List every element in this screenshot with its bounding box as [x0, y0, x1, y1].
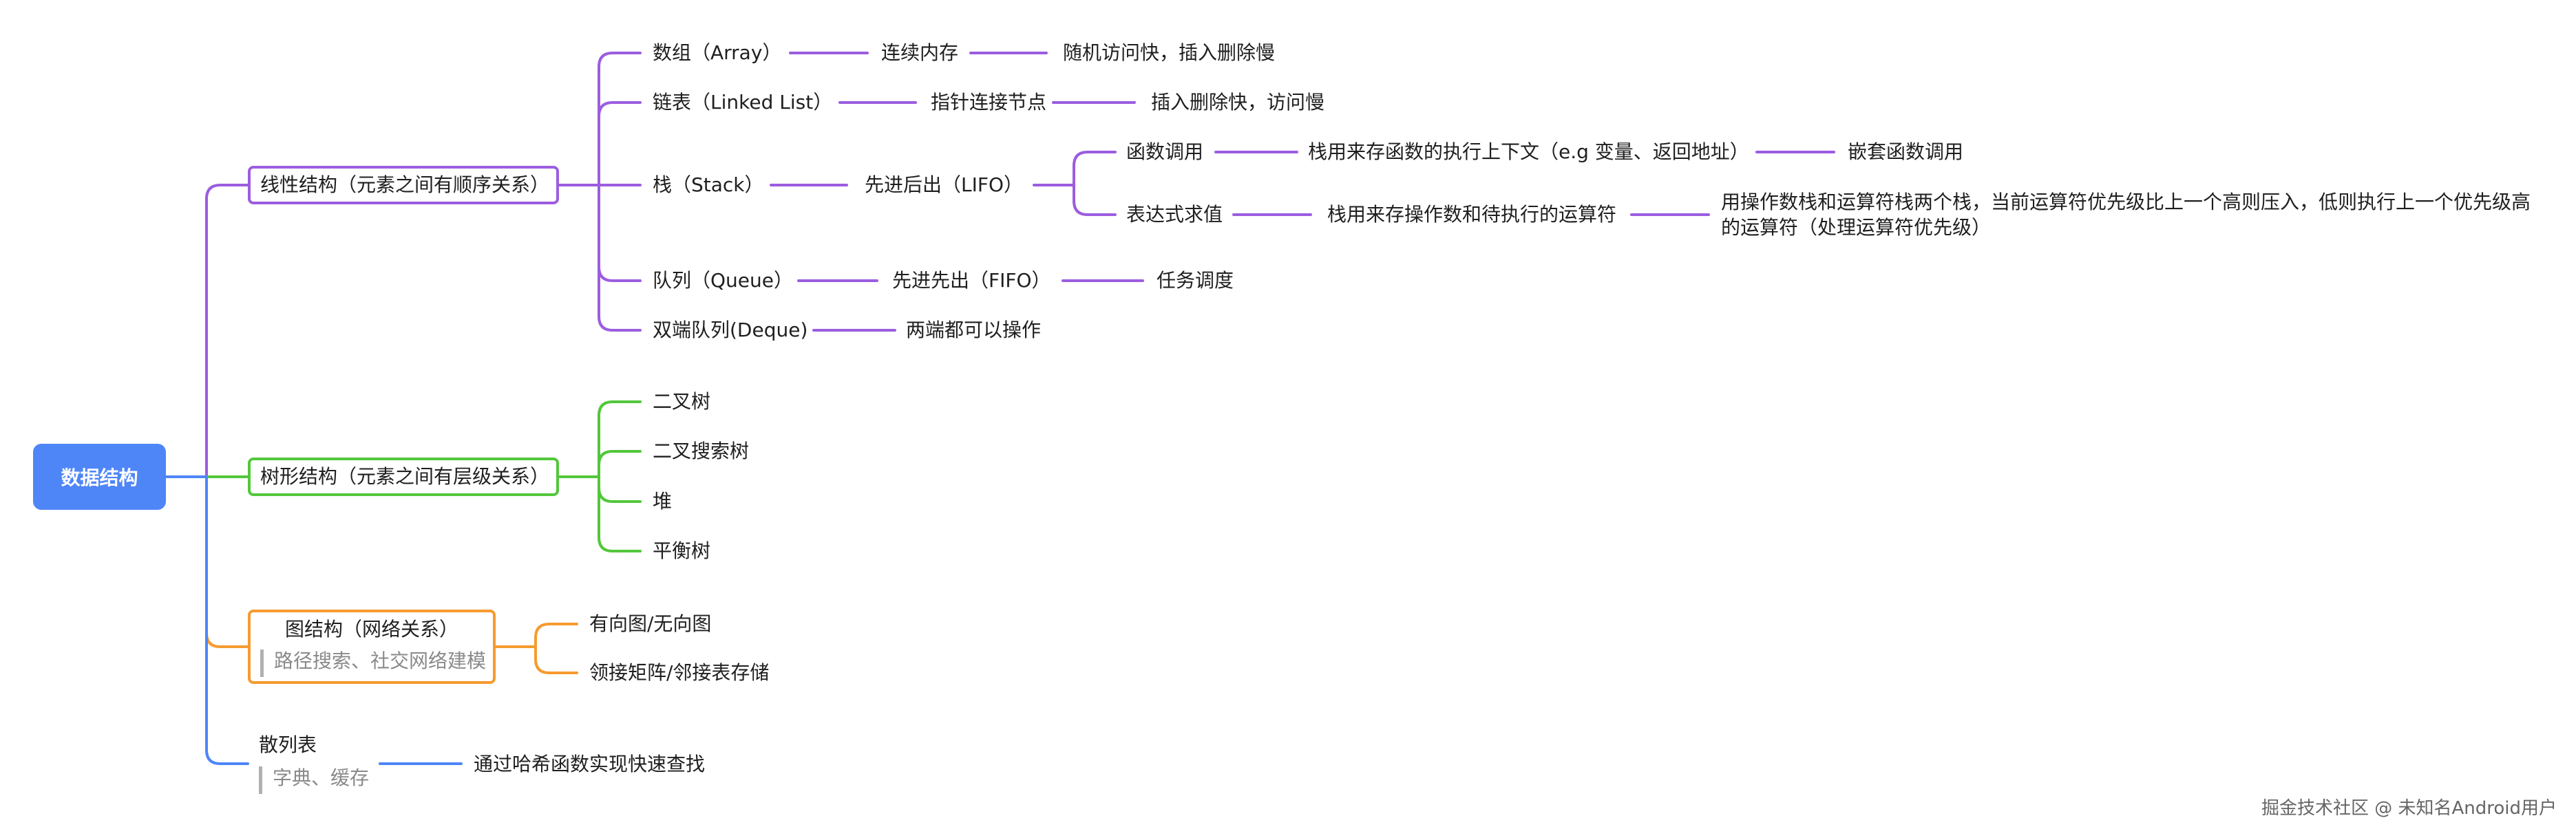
- tree-item-heap[interactable]: 堆: [653, 490, 673, 513]
- graph-item-directed-undirected[interactable]: 有向图/无向图: [589, 612, 712, 635]
- link-linear-deque: [598, 184, 642, 332]
- linked-list-feature[interactable]: 指针连接节点: [931, 91, 1047, 114]
- tree-item-binary-tree[interactable]: 二叉树: [653, 390, 711, 413]
- stack-use-function-call[interactable]: 函数调用: [1126, 140, 1204, 163]
- link-linear-linked: [598, 101, 642, 186]
- hash-table-note: 字典、缓存: [259, 766, 369, 794]
- graph-structure-node[interactable]: 图结构（网络关系） 路径搜索、社交网络建模: [248, 610, 496, 684]
- link-linear-array: [598, 52, 642, 186]
- array-feature[interactable]: 连续内存: [881, 41, 959, 64]
- linked-list-detail[interactable]: 插入删除快，访问慢: [1151, 91, 1325, 114]
- array-detail[interactable]: 随机访问快，插入删除慢: [1063, 41, 1276, 64]
- stack-use-function-call-example[interactable]: 嵌套函数调用: [1848, 140, 1964, 163]
- link-graph-item-2: [534, 645, 578, 674]
- link-to-hash: [205, 475, 249, 765]
- link-tree-item-4: [598, 475, 642, 552]
- stack-use-expression-eval-detail[interactable]: 栈用来存操作数和待执行的运算符: [1327, 203, 1617, 226]
- stack-feature[interactable]: 先进后出（LIFO）: [865, 173, 1024, 196]
- link-stack-use1: [1073, 151, 1117, 186]
- watermark: 掘金技术社区 @ 未知名Android用户: [2261, 798, 2557, 819]
- stack-use-function-call-detail[interactable]: 栈用来存函数的执行上下文（e.g 变量、返回地址）: [1308, 140, 1749, 163]
- queue-node[interactable]: 队列（Queue）: [653, 269, 793, 292]
- tree-item-balanced-tree[interactable]: 平衡树: [653, 539, 711, 562]
- link-to-linear: [205, 184, 249, 478]
- queue-feature[interactable]: 先进先出（FIFO）: [892, 269, 1051, 292]
- link-tree-item-3: [598, 475, 642, 503]
- graph-item-storage[interactable]: 领接矩阵/邻接表存储: [589, 661, 770, 684]
- graph-structure-note: 路径搜索、社交网络建模: [260, 649, 486, 677]
- stack-use-expression-eval[interactable]: 表达式求值: [1126, 203, 1223, 226]
- linked-list-node[interactable]: 链表（Linked List）: [653, 91, 833, 114]
- root-label: 数据结构: [61, 466, 138, 489]
- link-tree-item-1: [598, 400, 642, 478]
- tree-structure-node[interactable]: 树形结构（元素之间有层级关系）: [248, 458, 559, 496]
- link-tree-item-2: [598, 450, 642, 478]
- queue-detail[interactable]: 任务调度: [1157, 269, 1234, 292]
- deque-feature[interactable]: 两端都可以操作: [906, 319, 1042, 341]
- root-node[interactable]: 数据结构: [33, 444, 166, 510]
- stack-use-expression-eval-example-line1[interactable]: 用操作数栈和运算符栈两个栈，当前运算符优先级比上一个高则压入，低则执行上一个优先…: [1721, 191, 2531, 213]
- linear-structure-node[interactable]: 线性结构（元素之间有顺序关系）: [248, 166, 559, 204]
- linear-structure-label: 线性结构（元素之间有顺序关系）: [260, 173, 550, 196]
- tree-item-binary-search-tree[interactable]: 二叉搜索树: [653, 440, 750, 462]
- hash-table-node[interactable]: 散列表: [259, 733, 317, 756]
- link-to-graph: [205, 475, 249, 648]
- link-linear-queue: [598, 184, 642, 282]
- stack-node[interactable]: 栈（Stack）: [653, 173, 764, 196]
- hash-table-detail[interactable]: 通过哈希函数实现快速查找: [474, 753, 706, 775]
- link-graph-item-1: [534, 623, 578, 648]
- graph-structure-label: 图结构（网络关系）: [285, 618, 459, 641]
- tree-structure-label: 树形结构（元素之间有层级关系）: [260, 465, 550, 488]
- link-stack-use2: [1073, 184, 1117, 216]
- deque-node[interactable]: 双端队列(Deque): [653, 319, 808, 341]
- array-node[interactable]: 数组（Array）: [653, 41, 782, 64]
- stack-use-expression-eval-example-line2[interactable]: 的运算符（处理运算符优先级）: [1721, 216, 1992, 239]
